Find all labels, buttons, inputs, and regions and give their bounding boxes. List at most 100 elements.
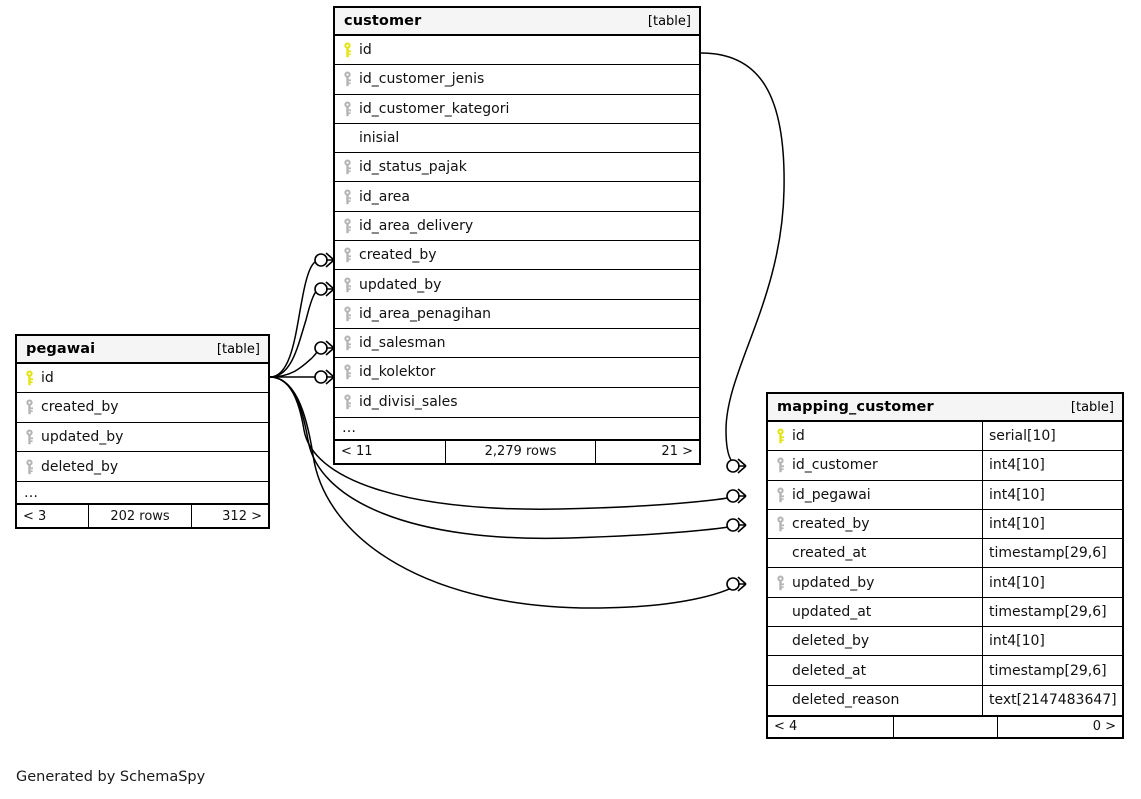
column-type-label: int4[10] <box>989 633 1045 650</box>
table-pegawai-row-count: 202 rows <box>88 505 192 528</box>
column-name-cell: created_by <box>335 241 699 269</box>
table-row[interactable]: id_area <box>335 182 699 212</box>
table-row[interactable]: id_salesman <box>335 328 699 359</box>
endcap-customer-id-kolektor <box>314 369 335 385</box>
table-row[interactable]: id_area_penagihan <box>335 299 699 329</box>
table-customer-header: customer [table] <box>335 8 699 36</box>
column-label: id_kolektor <box>359 364 436 381</box>
endcap-mapping-id-pegawai <box>726 488 747 504</box>
edge-pegawai-id-to-customer-id-salesman <box>269 347 321 378</box>
column-type-label: int4[10] <box>989 516 1045 533</box>
table-customer[interactable]: customer [table] id id_customer_jenis id_c… <box>333 6 701 465</box>
foreign-key-icon <box>777 516 784 532</box>
foreign-key-icon <box>344 364 351 380</box>
foreign-key-icon <box>777 575 784 590</box>
column-label: id_area_penagihan <box>359 305 492 322</box>
column-type-cell: text[2147483647] <box>982 685 1122 715</box>
column-label: id_customer_jenis <box>359 71 485 88</box>
column-label: updated_by <box>41 428 124 445</box>
column-label: updated_by <box>359 276 442 293</box>
column-label: created_at <box>792 545 867 562</box>
table-row[interactable]: id_customer_jenis <box>335 65 699 95</box>
table-pegawai-prev-page[interactable]: < 3 <box>23 508 47 524</box>
table-customer-next-page[interactable]: 21 > <box>661 444 693 460</box>
table-row[interactable]: inisial <box>335 123 699 154</box>
table-row[interactable]: deleted_reason text[2147483647] <box>768 685 1122 715</box>
column-name-cell: id_customer_jenis <box>335 65 699 93</box>
table-row[interactable]: updated_by <box>335 270 699 300</box>
table-row[interactable]: id_customer int4[10] <box>768 451 1122 481</box>
foreign-key-icon <box>344 394 351 410</box>
table-row[interactable]: id_status_pajak <box>335 153 699 183</box>
column-name-cell: deleted_by <box>17 452 268 481</box>
column-label: deleted_at <box>792 662 867 679</box>
table-row[interactable]: id <box>17 364 268 394</box>
column-label: id_customer_kategori <box>359 100 510 117</box>
column-type-cell: int4[10] <box>982 480 1122 509</box>
column-name-cell: deleted_at <box>768 656 982 684</box>
column-label: deleted_reason <box>792 692 900 709</box>
foreign-key-icon <box>26 459 33 474</box>
table-row[interactable]: id_kolektor <box>335 358 699 388</box>
column-name-cell: id <box>768 422 982 450</box>
table-row[interactable]: id_customer_kategori <box>335 94 699 124</box>
table-row[interactable]: id_area_delivery <box>335 211 699 242</box>
foreign-key-icon <box>777 487 784 502</box>
column-label: id_status_pajak <box>359 159 467 176</box>
column-name-cell: created_at <box>768 539 982 567</box>
table-row[interactable]: updated_at timestamp[29,6] <box>768 597 1122 628</box>
column-name-cell: id_salesman <box>335 329 699 357</box>
table-row[interactable]: deleted_by <box>17 451 268 482</box>
endcap-mapping-id-customer <box>726 458 747 474</box>
column-label: updated_at <box>792 603 872 620</box>
table-mapping-customer-prev-page[interactable]: < 4 <box>774 719 798 735</box>
column-type-cell: int4[10] <box>982 627 1122 656</box>
table-row[interactable]: id_divisi_sales <box>335 387 699 417</box>
table-pegawai-next-page[interactable]: 312 > <box>222 508 262 524</box>
column-label: id_salesman <box>359 335 446 352</box>
table-mapping-customer-next-page[interactable]: 0 > <box>1092 719 1116 735</box>
table-row[interactable]: created_by <box>335 241 699 271</box>
endcap-customer-id-salesman <box>314 340 335 356</box>
column-type-label: int4[10] <box>989 457 1045 474</box>
column-name-cell: id_pegawai <box>768 481 982 509</box>
table-customer-footer: < 11 2,279 rows 21 > <box>335 440 699 463</box>
column-label: id <box>359 42 372 59</box>
column-name-cell: id_area <box>335 182 699 210</box>
table-row[interactable]: created_by <box>17 393 268 423</box>
column-label: created_by <box>792 516 870 533</box>
table-mapping-customer-title: mapping_customer <box>777 399 934 415</box>
table-row[interactable]: deleted_by int4[10] <box>768 627 1122 657</box>
primary-key-icon <box>26 370 33 386</box>
column-label: created_by <box>359 247 437 264</box>
column-type-cell: timestamp[29,6] <box>982 597 1122 627</box>
column-label: deleted_by <box>792 633 870 650</box>
column-name-cell: id_customer <box>768 451 982 479</box>
column-type-cell: int4[10] <box>982 568 1122 597</box>
table-row[interactable]: created_by int4[10] <box>768 509 1122 540</box>
column-name-cell: updated_by <box>768 568 982 596</box>
table-row[interactable]: updated_by <box>17 422 268 452</box>
foreign-key-icon <box>344 101 351 116</box>
endcap-customer-updated-by <box>314 281 335 297</box>
table-row[interactable]: id <box>335 36 699 66</box>
table-customer-title: customer <box>344 13 422 29</box>
foreign-key-icon <box>344 247 351 263</box>
column-type-cell: int4[10] <box>982 451 1122 480</box>
column-name-cell: id <box>335 36 699 64</box>
table-mapping-customer-header: mapping_customer [table] <box>768 394 1122 422</box>
column-name-cell: created_by <box>17 393 268 421</box>
column-type-label: text[2147483647] <box>989 692 1117 709</box>
table-customer-prev-page[interactable]: < 11 <box>341 444 373 460</box>
column-name-cell: inisial <box>335 124 699 152</box>
